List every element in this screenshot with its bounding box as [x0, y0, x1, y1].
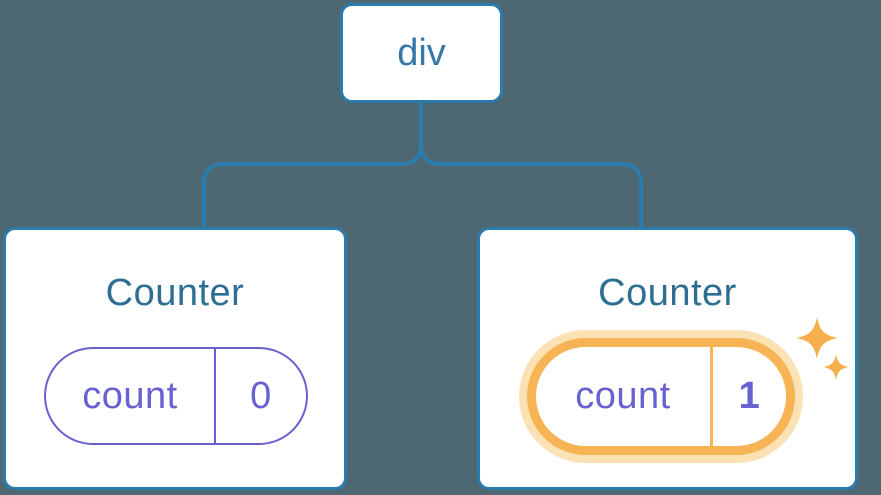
state-key-label: count	[575, 375, 671, 417]
sparkle-icon	[796, 317, 849, 380]
counter-card-right-title: Counter	[598, 272, 737, 314]
counter-card-right: Counter count 1	[477, 227, 858, 490]
counter-card-left: Counter count 0	[3, 227, 347, 490]
root-node-div: div	[340, 3, 503, 103]
root-node-label: div	[397, 31, 446, 74]
state-pill-count-0: count 0	[44, 347, 308, 445]
state-key-label: count	[82, 374, 178, 417]
state-pill-highlight-ring: count 1	[527, 338, 795, 455]
counter-card-left-title: Counter	[105, 272, 245, 314]
pill-divider	[214, 349, 216, 443]
sparkle-icon-small	[823, 354, 849, 380]
connector-right-branch	[419, 103, 643, 229]
state-value: 1	[738, 375, 761, 417]
sparkle-icon-large	[796, 317, 838, 359]
pill-divider	[710, 347, 713, 446]
state-pill-count-1: count 1	[536, 347, 786, 446]
connector-left-branch	[202, 103, 423, 229]
state-pill-highlight-glow: count 1	[519, 330, 803, 463]
state-value: 0	[250, 374, 272, 417]
